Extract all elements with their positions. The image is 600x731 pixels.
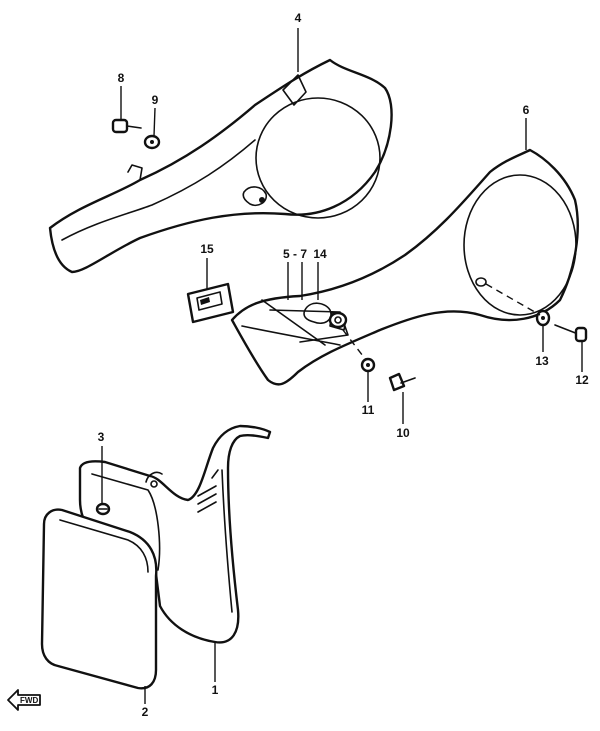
number-plate [78,424,272,644]
bolt-12 [554,324,588,343]
washer-11 [360,357,376,373]
label-part-11: 11 [362,403,375,417]
screw-3 [95,502,111,516]
label-part-9: 9 [152,93,159,107]
label-part-6: 6 [523,103,530,117]
label-plate [186,282,235,324]
side-cover-right [230,148,579,386]
washer-9 [143,134,161,150]
label-part-15: 15 [200,242,214,256]
label-part-13: 13 [535,354,549,368]
label-part-1: 1 [212,683,219,697]
washer-13 [535,309,551,327]
label-part-5-7: 5 - 7 [283,247,307,261]
leader-lines [101,28,583,704]
forward-arrow-icon: FWD [7,689,41,711]
bolt-10 [388,372,416,392]
label-part-4: 4 [295,11,302,25]
number-panel [40,508,158,690]
grommet-14 [328,311,348,329]
label-part-14: 14 [313,247,327,261]
label-part-12: 12 [575,373,589,387]
label-part-2: 2 [142,705,149,719]
label-part-10: 10 [396,426,410,440]
bolt-8 [111,118,142,134]
label-part-8: 8 [118,71,125,85]
side-cover-left [48,58,393,274]
fwd-label: FWD [20,696,38,705]
label-part-3: 3 [98,430,105,444]
